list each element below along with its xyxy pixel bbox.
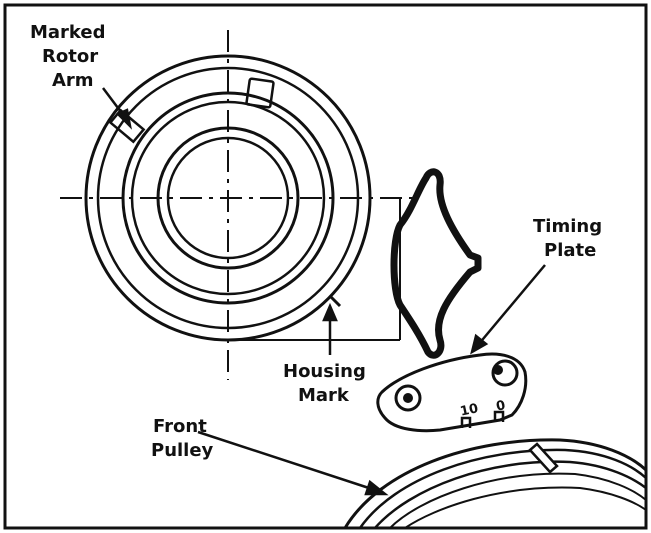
leaders	[102, 87, 546, 496]
pulley-arc-3	[374, 460, 647, 529]
cam-crescent	[390, 168, 482, 359]
timing-plate-body	[376, 352, 528, 433]
arrowhead-marked-rotor-arm	[115, 108, 132, 130]
arrowhead-front-pulley	[364, 479, 389, 496]
timing-plate-bolt-right-center	[493, 365, 503, 375]
label-housing-mark-line2: Mark	[298, 385, 350, 406]
scale-label-10: 10	[459, 401, 480, 419]
timing-plate-bolt-right	[491, 359, 519, 387]
leader-timing-plate	[477, 264, 546, 346]
center-lines	[60, 30, 420, 380]
shaft-inner-circle	[166, 136, 290, 260]
diagram-frame	[3, 3, 648, 530]
housing-mark-tick	[328, 294, 342, 308]
pulley-timing-mark	[528, 442, 559, 474]
label-front-pulley-line1: Front	[153, 416, 207, 437]
label-marked-rotor-arm-line3: Arm	[52, 70, 94, 91]
labels: Marked Rotor Arm Timing Plate Housing Ma…	[30, 22, 602, 461]
label-housing-mark-line1: Housing	[283, 361, 366, 382]
label-timing-plate-line2: Plate	[544, 240, 596, 261]
arrowhead-timing-plate	[470, 333, 489, 355]
timing-plate-bolt-left	[394, 384, 422, 412]
timing-plate: 10 0	[376, 352, 528, 433]
scale-label-0: 0	[495, 398, 507, 415]
rotor-tab	[245, 77, 275, 109]
front-pulley	[343, 438, 648, 529]
projection-lines	[235, 198, 401, 341]
pulley-arc-4	[389, 472, 647, 529]
scale-notch-0	[493, 410, 505, 422]
arrowhead-housing-mark	[322, 302, 338, 322]
timing-plate-bolt-left-center	[403, 393, 413, 403]
label-front-pulley-line2: Pulley	[151, 440, 214, 461]
label-marked-rotor-arm-line2: Rotor	[42, 46, 98, 67]
pulley-arc-5	[404, 486, 647, 529]
scale-notch-10	[460, 416, 472, 428]
leader-front-pulley	[197, 430, 376, 492]
label-marked-rotor-arm-line1: Marked	[30, 22, 106, 43]
marked-rotor-arm-notch	[108, 108, 146, 144]
label-timing-plate-line1: Timing	[533, 216, 602, 237]
